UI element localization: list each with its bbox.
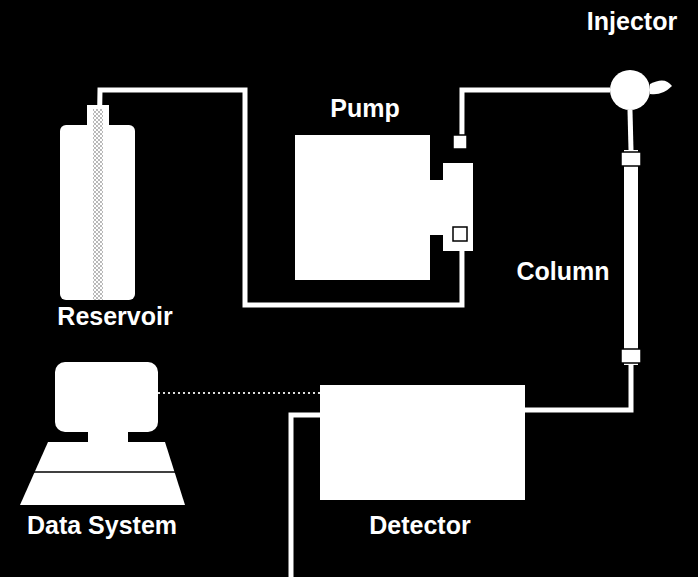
reservoir-bottle: Reservoir [60,105,135,300]
data-cable [158,392,320,394]
injector-valve-outline [610,70,670,110]
component-label: Detector [369,512,470,540]
flow-tubing [462,90,610,139]
data-system-computer-outline [20,360,185,505]
detector-box: Detector [320,385,525,500]
component-label: Reservoir [57,303,172,331]
column-tube-outline [620,150,642,365]
component-label: Pump [330,95,399,123]
pump-box: Pump [295,135,470,280]
component-label: Data System [27,512,177,540]
detector-box-outline [320,385,525,500]
reservoir-bottle-outline [60,105,135,300]
column-tube: Column [620,150,642,365]
pump-box-outline [295,135,470,280]
waste-line [291,415,322,577]
flow-tubing [630,110,631,150]
flow-tubing [100,90,462,305]
component-label: Injector [587,8,677,36]
data-system-computer: Data System [20,360,185,505]
flow-tubing [525,365,631,410]
injector-valve: Injector [610,70,670,110]
component-label: Column [516,258,609,286]
